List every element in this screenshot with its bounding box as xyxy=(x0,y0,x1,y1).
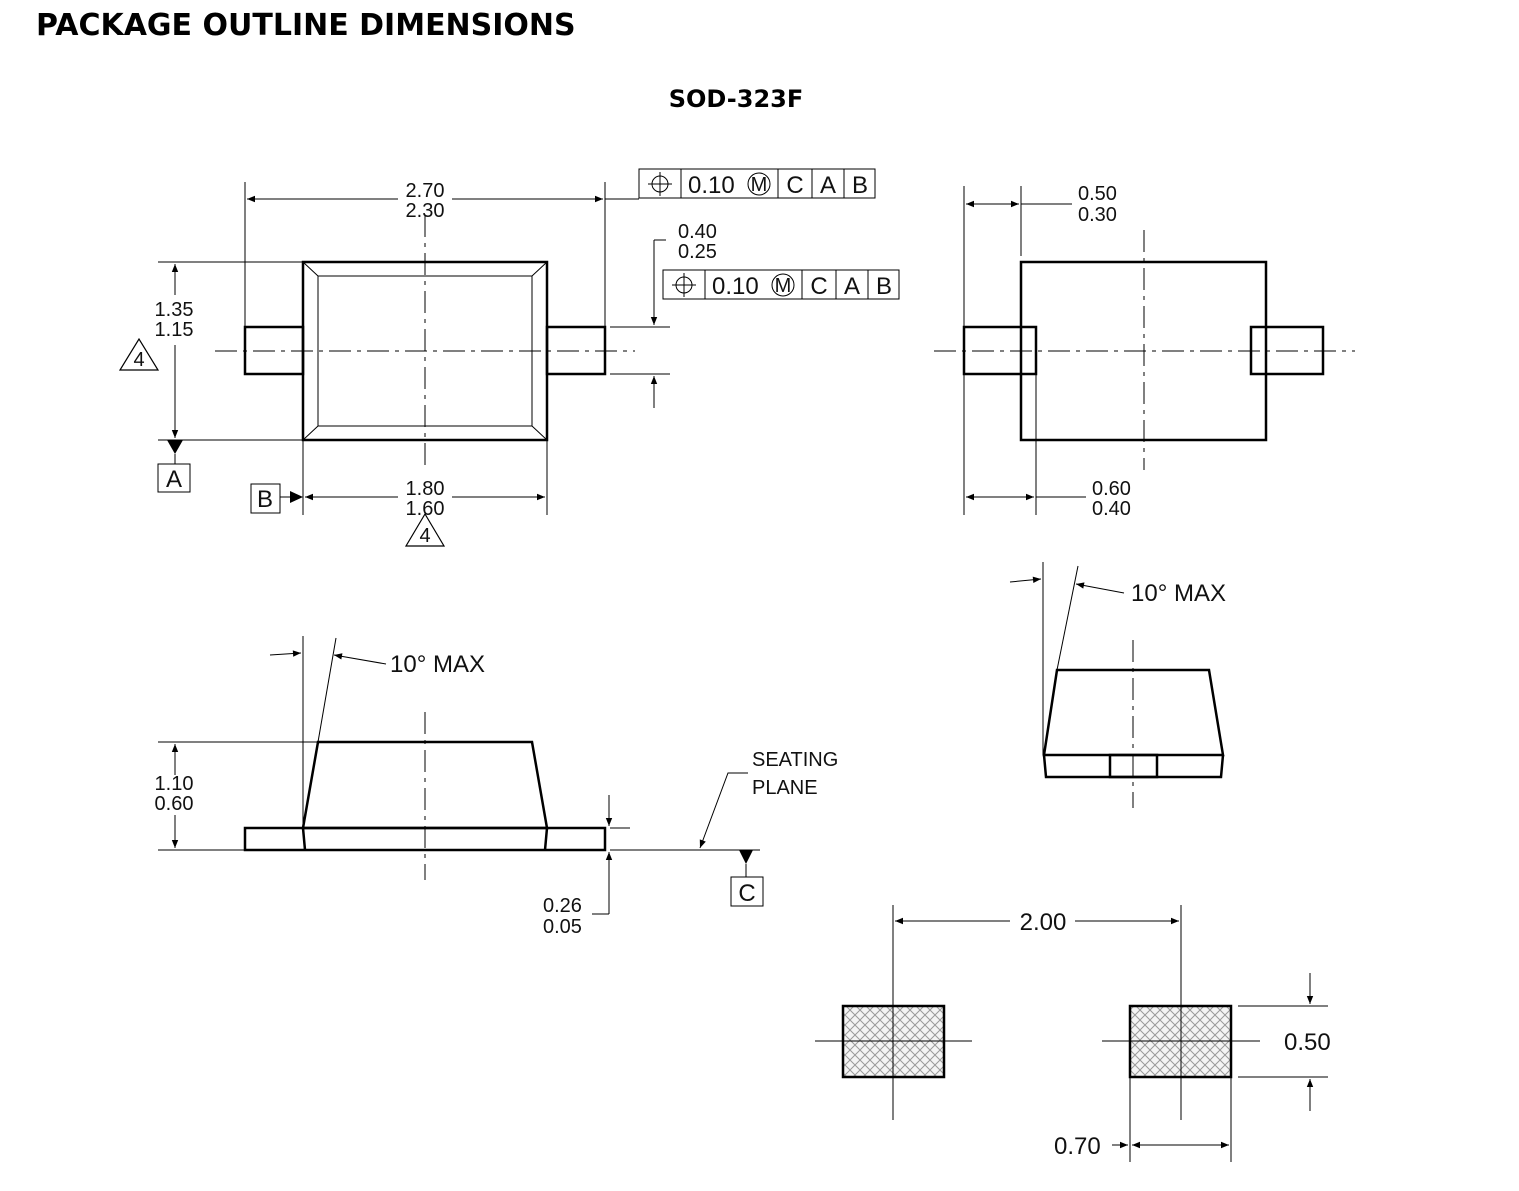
page-heading: PACKAGE OUTLINE DIMENSIONS xyxy=(36,8,576,43)
lead-length-min: 0.40 xyxy=(1092,498,1131,520)
svg-text:B: B xyxy=(852,172,868,199)
overall-length-min: 2.30 xyxy=(406,200,445,222)
top-view: 2.70 2.30 0.10 M C A B 0.40 0.25 xyxy=(118,168,900,547)
land-pad-width: 0.70 xyxy=(1054,1133,1101,1160)
svg-text:A: A xyxy=(820,172,836,199)
land-pad-height: 0.50 xyxy=(1284,1029,1331,1056)
svg-text:0.10: 0.10 xyxy=(712,273,759,300)
side-view: 10° MAX 1.10 0.60 0.26 0.05 SEATING PLAN… xyxy=(155,636,838,938)
datum-c-label: C xyxy=(738,880,755,907)
body-length-min: 1.60 xyxy=(406,498,445,520)
svg-text:A: A xyxy=(844,273,860,300)
body-width-max: 1.35 xyxy=(155,299,194,321)
body-length-max: 1.80 xyxy=(406,478,445,500)
lead-exposed-max: 0.50 xyxy=(1078,183,1117,205)
datum-a-label: A xyxy=(166,466,182,493)
standoff-max: 0.26 xyxy=(543,895,582,917)
seating-plane-line1: SEATING xyxy=(752,749,838,771)
svg-text:C: C xyxy=(786,172,803,199)
svg-text:M: M xyxy=(751,174,768,196)
seating-plane-line2: PLANE xyxy=(752,777,818,799)
datum-b-label: B xyxy=(257,486,273,513)
body-width-min: 1.15 xyxy=(155,319,194,341)
lead-exposed-min: 0.30 xyxy=(1078,204,1117,226)
lead-length-max: 0.60 xyxy=(1092,478,1131,500)
end-draft-angle: 10° MAX xyxy=(1131,580,1226,607)
side-draft-angle: 10° MAX xyxy=(390,651,485,678)
svg-text:B: B xyxy=(876,273,892,300)
land-pitch: 2.00 xyxy=(1020,909,1067,936)
feature-control-frame-2: 0.10 M C A B xyxy=(662,269,900,300)
end-view: 10° MAX xyxy=(1009,562,1226,808)
height-min: 0.60 xyxy=(155,793,194,815)
svg-text:0.10: 0.10 xyxy=(688,172,735,199)
bottom-view: 0.50 0.30 0.60 0.40 xyxy=(934,183,1355,520)
lead-width-min: 0.25 xyxy=(678,241,717,263)
overall-length-max: 2.70 xyxy=(406,180,445,202)
height-max: 1.10 xyxy=(155,773,194,795)
land-pattern: 2.00 0.50 0.70 xyxy=(815,905,1331,1162)
standoff-min: 0.05 xyxy=(543,916,582,938)
lead-width-max: 0.40 xyxy=(678,221,717,243)
feature-control-frame-1: 0.10 M C A B xyxy=(605,168,876,200)
note-ref-triangle-bottom: 4 xyxy=(419,525,430,547)
note-ref-triangle-left: 4 xyxy=(133,349,144,371)
svg-text:C: C xyxy=(810,273,827,300)
package-name: SOD-323F xyxy=(669,85,804,113)
svg-text:M: M xyxy=(775,275,792,297)
